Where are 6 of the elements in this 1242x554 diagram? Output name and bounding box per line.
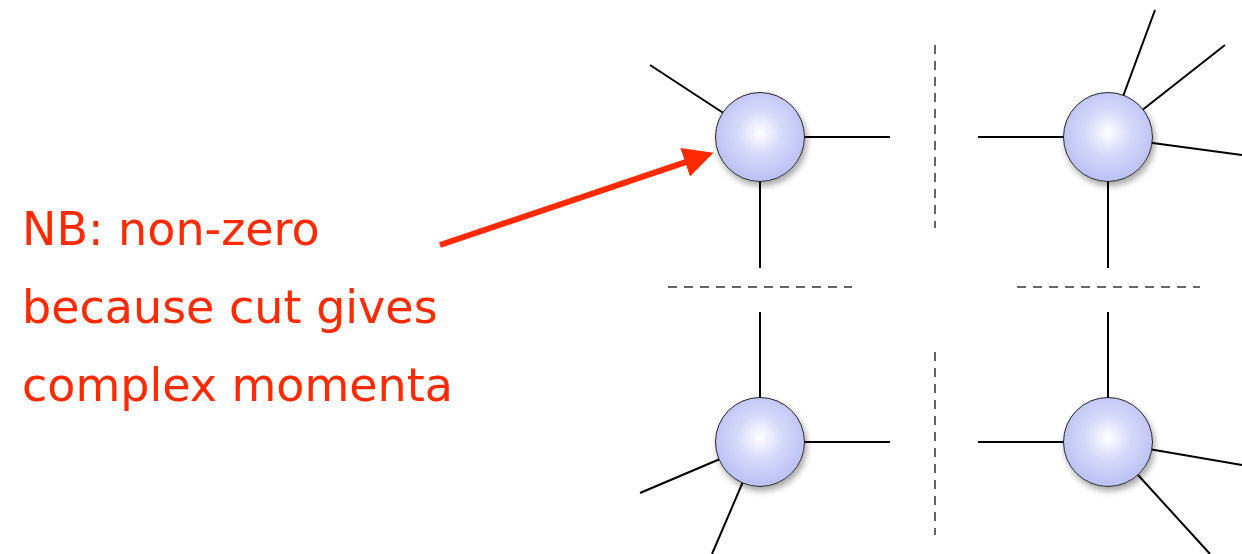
blob-circle xyxy=(1063,92,1153,182)
arrow xyxy=(439,148,714,248)
blob-circle xyxy=(715,397,805,487)
note-text: NB: non-zero because cut gives complex momenta xyxy=(22,190,512,424)
blob-circle xyxy=(1063,397,1153,487)
blob-circle xyxy=(715,92,805,182)
